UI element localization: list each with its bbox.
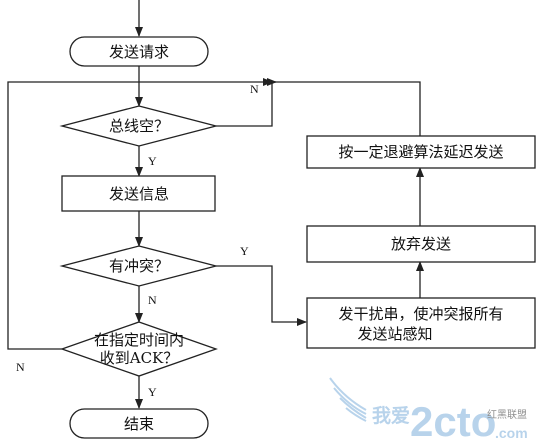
- ack-label-line2: 收到ACK？: [100, 349, 179, 367]
- label-ack-yes: Y: [148, 385, 157, 399]
- jam-signal-process: 发干扰串，使冲突报所有 发送站感知: [306, 297, 536, 349]
- edge-backoff-return: [272, 81, 421, 136]
- backoff-label: 按一定退避算法延迟发送: [338, 143, 503, 161]
- start-label: 发送请求: [109, 43, 169, 61]
- watermark: 我爱 2cto 红黑联盟 .com: [329, 377, 528, 445]
- bus-idle-label: 总线空？: [109, 117, 169, 135]
- collision-label: 有冲突？: [109, 257, 169, 275]
- edge-ack-no-loop: [7, 78, 273, 350]
- label-ack-no: N: [16, 360, 25, 374]
- label-bus-yes: Y: [148, 154, 157, 168]
- label-collision-yes: Y: [240, 244, 249, 258]
- end-label: 结束: [124, 415, 154, 433]
- label-bus-no: N: [250, 82, 259, 96]
- bus-idle-decision: 总线空？: [59, 105, 219, 147]
- label-collision-no: N: [148, 293, 157, 307]
- give-up-label: 放弃发送: [391, 235, 451, 253]
- watermark-com: .com: [495, 425, 528, 441]
- edges: [7, 0, 424, 409]
- end-node: 结束: [69, 408, 209, 439]
- send-info-label: 发送信息: [109, 185, 169, 203]
- backoff-process: 按一定退避算法延迟发送: [306, 135, 536, 169]
- collision-decision: 有冲突？: [59, 245, 219, 287]
- start-node: 发送请求: [69, 36, 209, 67]
- watermark-cn: 我爱: [372, 405, 410, 427]
- edge-bus-no-loop: [216, 78, 277, 127]
- give-up-process: 放弃发送: [306, 225, 536, 263]
- ack-decision: 在指定时间内 收到ACK？: [60, 321, 218, 377]
- watermark-site: 红黑联盟: [487, 408, 527, 421]
- watermark-brand: 2cto: [410, 398, 496, 445]
- jam-label-line1: 发干扰串，使冲突报所有: [338, 305, 503, 323]
- send-info-process: 发送信息: [61, 175, 216, 212]
- ack-label-line1: 在指定时间内: [94, 331, 184, 349]
- jam-label-line2: 发送站感知: [357, 325, 432, 343]
- wing-logo-icon: [329, 377, 367, 422]
- edge-collision-yes: [216, 265, 307, 326]
